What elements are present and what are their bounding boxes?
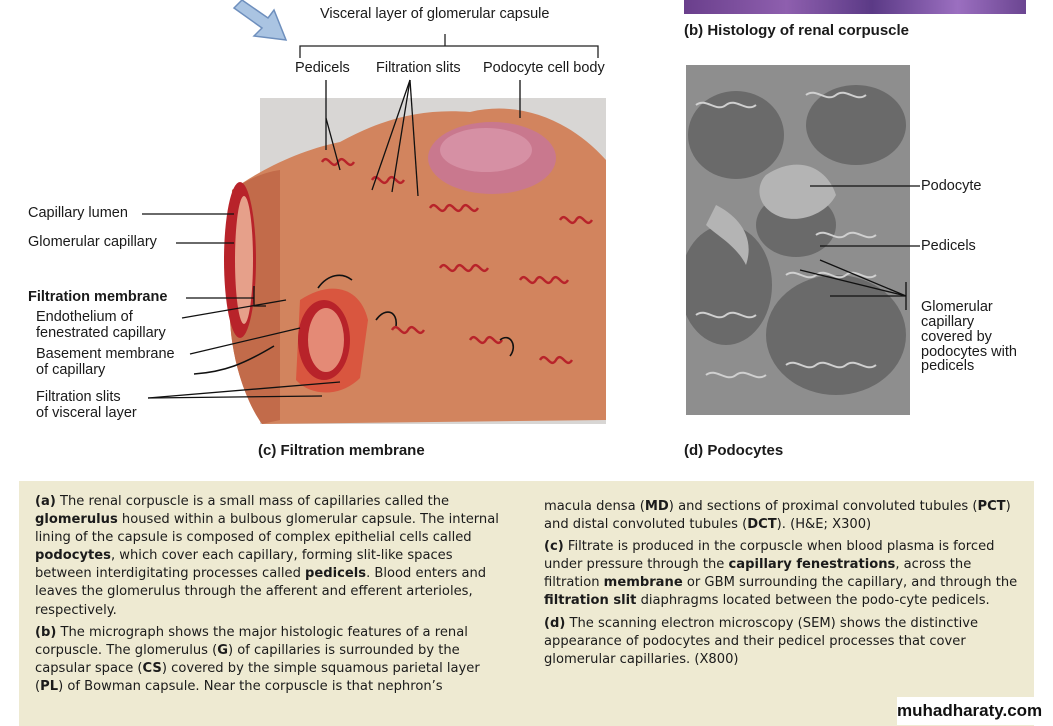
- filtration-slits-left-label-line2: of visceral layer: [36, 405, 137, 421]
- histology-image-strip: [684, 0, 1026, 14]
- description-panel: [19, 481, 1034, 726]
- glomerular-cap-label-5: pedicels: [921, 358, 975, 374]
- paragraph-d: (d) The scanning electron microscopy (SE…: [544, 615, 979, 667]
- paragraph-a: (a) The renal corpuscle is a small mass …: [35, 494, 499, 618]
- paragraph-b: (b) The micrograph shows the major histo…: [35, 624, 480, 694]
- basement-membrane-label-line1: Basement membrane: [36, 346, 175, 362]
- panel-c-caption: (c) Filtration membrane: [258, 442, 425, 459]
- glomerular-capillary-label: Glomerular capillary: [28, 234, 157, 250]
- capillary-lumen-label: Capillary lumen: [28, 205, 128, 221]
- podocyte-label: Podocyte: [921, 178, 982, 194]
- sem-micrograph: [686, 65, 910, 415]
- pedicels-label: Pedicels: [295, 60, 350, 76]
- glomerular-cap-label-2: capillary: [921, 314, 975, 330]
- glomerular-cap-label-1: Glomerular: [921, 299, 993, 315]
- paragraph-b-continued: macula densa (MD) and sections of proxim…: [544, 499, 1011, 533]
- filtration-slits-left-label-line1: Filtration slits: [36, 389, 121, 405]
- basement-membrane-label-line2: of capillary: [36, 362, 106, 378]
- panel-d-pointer-lines: [799, 185, 920, 310]
- panel-b-caption: (b) Histology of renal corpuscle: [684, 22, 910, 39]
- glomerular-cap-label-4: podocytes with: [921, 344, 1017, 360]
- filtration-membrane-diagram: [142, 34, 606, 424]
- pedicels-right-label: Pedicels: [921, 238, 976, 254]
- visceral-layer-label: Visceral layer of glomerular capsule: [320, 6, 550, 22]
- paragraph-c: (c) Filtrate is produced in the corpuscl…: [544, 539, 1018, 609]
- endothelium-label-line2: fenestrated capillary: [36, 325, 166, 341]
- podocyte-body-label: Podocyte cell body: [483, 60, 605, 76]
- glomerular-cap-label-3: covered by: [921, 329, 992, 345]
- filtration-membrane-label: Filtration membrane: [28, 289, 168, 305]
- description-right-column: macula densa (MD) and sections of proxim…: [544, 498, 1020, 673]
- pointer-arrow-icon: [232, 0, 288, 41]
- description-left-column: (a) The renal corpuscle is a small mass …: [35, 493, 511, 700]
- panel-d-caption: (d) Podocytes: [684, 442, 784, 459]
- filtration-slits-label: Filtration slits: [376, 60, 461, 76]
- endothelium-label-line1: Endothelium of: [36, 309, 133, 325]
- watermark: muhadharaty.com: [897, 697, 1042, 725]
